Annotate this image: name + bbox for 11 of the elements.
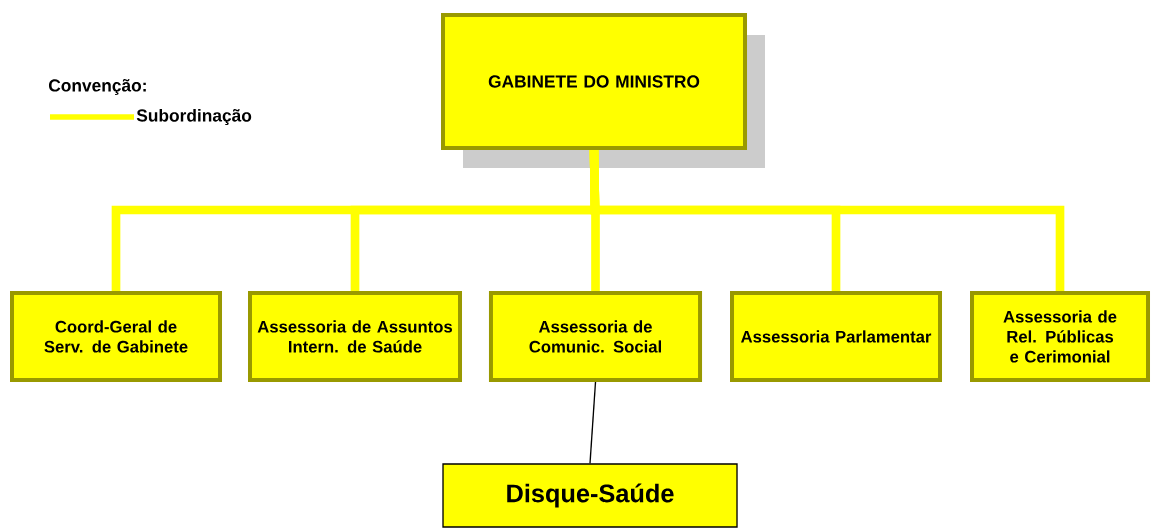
legend-title: Convenção: xyxy=(49,78,146,96)
connector-line xyxy=(589,381,597,465)
org-box: Assessoria Parlamentar xyxy=(730,291,942,382)
org-box: Assessoria de Assuntos Intern. de Saúde xyxy=(248,291,462,382)
org-box: Assessoria de Rel. Públicas e Cerimonial xyxy=(970,291,1150,382)
connector-line xyxy=(589,149,1065,291)
org-box: Assessoria de Comunic. Social xyxy=(488,291,703,382)
org-box: GABINETE DO MINISTRO xyxy=(441,12,747,151)
org-box: Coord-Geral de Serv. de Gabinete xyxy=(10,291,222,382)
legend-text: Subordinação xyxy=(136,108,252,126)
org-box: Disque-Saúde xyxy=(442,463,738,528)
